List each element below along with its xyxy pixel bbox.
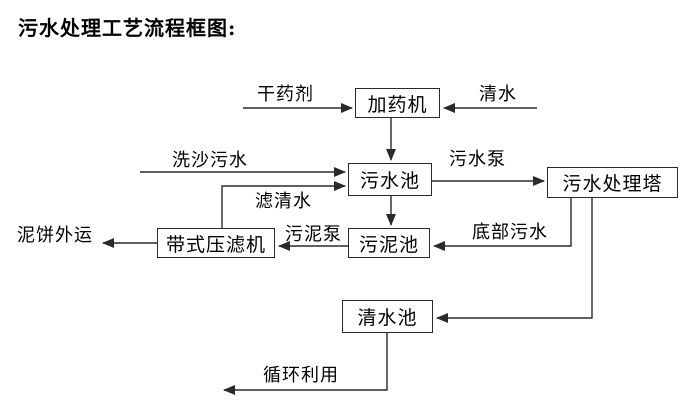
node-belt-filter-press: 带式压滤机 bbox=[157, 228, 275, 258]
edge-label-mud-cake-out: 泥饼外运 bbox=[17, 225, 93, 246]
edge-label-bottom-sewage: 底部污水 bbox=[472, 222, 548, 243]
edge-tower-to-clean-pool bbox=[436, 198, 593, 323]
edge-label-recycle: 循环利用 bbox=[263, 365, 339, 386]
node-dosing-machine: 加药机 bbox=[355, 88, 440, 118]
edge-label-sewage-pump: 污水泵 bbox=[449, 149, 506, 170]
node-sludge-pool: 污泥池 bbox=[348, 228, 430, 258]
page-title: 污水处理工艺流程框图: bbox=[18, 16, 237, 40]
edge-label-clean-water: 清水 bbox=[479, 84, 517, 105]
edge-bottom-sewage-arrow bbox=[433, 198, 572, 251]
edge-label-sludge-pump: 污泥泵 bbox=[285, 224, 342, 245]
edge-label-dry-agent: 干药剂 bbox=[257, 84, 314, 105]
node-clean-water-pool: 清水池 bbox=[342, 300, 433, 333]
edge-label-filtered-water: 滤清水 bbox=[255, 191, 312, 212]
node-treatment-tower: 污水处理塔 bbox=[547, 167, 678, 198]
node-sewage-pool: 污水池 bbox=[348, 163, 432, 196]
edge-recycle-arrow bbox=[223, 333, 388, 395]
edge-filtered-water-arrow bbox=[221, 181, 346, 228]
edge-label-sand-washing-sewage: 洗沙污水 bbox=[172, 150, 248, 171]
